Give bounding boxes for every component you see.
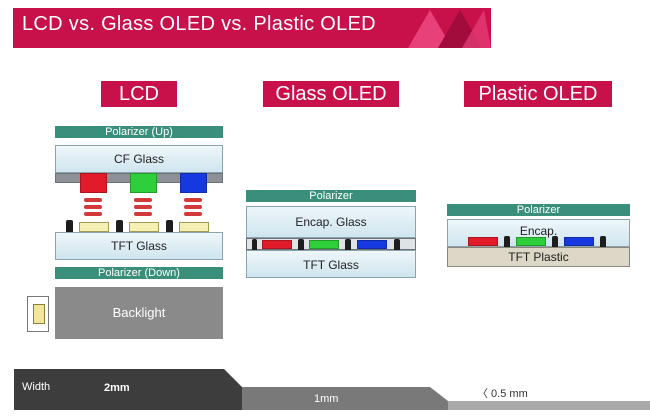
liquid-crystal: [134, 198, 152, 202]
glass-oled-width-value: 1mm: [314, 393, 339, 405]
lcd-label: LCD: [101, 81, 177, 107]
glass-oled-polarizer: Polarizer: [246, 190, 416, 202]
liquid-crystal: [84, 212, 102, 216]
lcd-red-filter: [80, 173, 107, 193]
width-comparison-bar: [14, 369, 650, 410]
tft-transistor: [345, 239, 351, 250]
liquid-crystal: [184, 205, 202, 209]
plastic-oled-polarizer: Polarizer: [447, 204, 630, 216]
lcd-width-value: 2mm: [104, 382, 130, 394]
liquid-crystal: [134, 212, 152, 216]
backlight-lamp-core: [33, 304, 45, 324]
tft-transistor: [504, 236, 510, 247]
lcd-tft-glass: TFT Glass: [55, 232, 223, 260]
glass-oled-label: Glass OLED: [263, 81, 399, 107]
lcd-polarizer-down: Polarizer (Down): [55, 267, 223, 279]
tft-transistor: [552, 236, 558, 247]
plastic-oled-label: Plastic OLED: [464, 81, 612, 107]
pixel-electrode: [129, 222, 159, 232]
liquid-crystal: [84, 198, 102, 202]
page-title: LCD vs. Glass OLED vs. Plastic OLED: [22, 13, 376, 35]
tft-transistor: [600, 236, 606, 247]
lcd-blue-filter: [180, 173, 207, 193]
tft-transistor: [252, 239, 257, 250]
banner-triangle-decoration: [408, 10, 491, 48]
plastic-oled-tft-plastic: TFT Plastic: [447, 247, 630, 267]
title-banner: [13, 8, 491, 48]
oled-red-subpixel: [468, 237, 498, 246]
tft-transistor: [166, 220, 173, 232]
lcd-cf-glass: CF Glass: [55, 145, 223, 173]
width-label: Width: [22, 381, 51, 393]
lcd-backlight: Backlight: [55, 287, 223, 339]
lcd-green-filter: [130, 173, 157, 193]
liquid-crystal: [184, 198, 202, 202]
tft-transistor: [66, 220, 73, 232]
oled-blue-subpixel: [357, 240, 387, 249]
glass-oled-tft-glass: TFT Glass: [246, 250, 416, 278]
pixel-electrode: [179, 222, 209, 232]
oled-green-subpixel: [516, 237, 546, 246]
liquid-crystal: [84, 205, 102, 209]
oled-blue-subpixel: [564, 237, 594, 246]
glass-oled-encap: Encap. Glass: [246, 206, 416, 238]
plastic-oled-width-value: 〈 0.5 mm: [477, 388, 528, 400]
liquid-crystal: [184, 212, 202, 216]
pixel-electrode: [79, 222, 109, 232]
liquid-crystal: [134, 205, 152, 209]
tft-transistor: [116, 220, 123, 232]
tft-transistor: [394, 239, 400, 250]
tft-transistor: [298, 239, 304, 250]
oled-green-subpixel: [309, 240, 339, 249]
lcd-polarizer-up: Polarizer (Up): [55, 126, 223, 138]
oled-red-subpixel: [262, 240, 292, 249]
